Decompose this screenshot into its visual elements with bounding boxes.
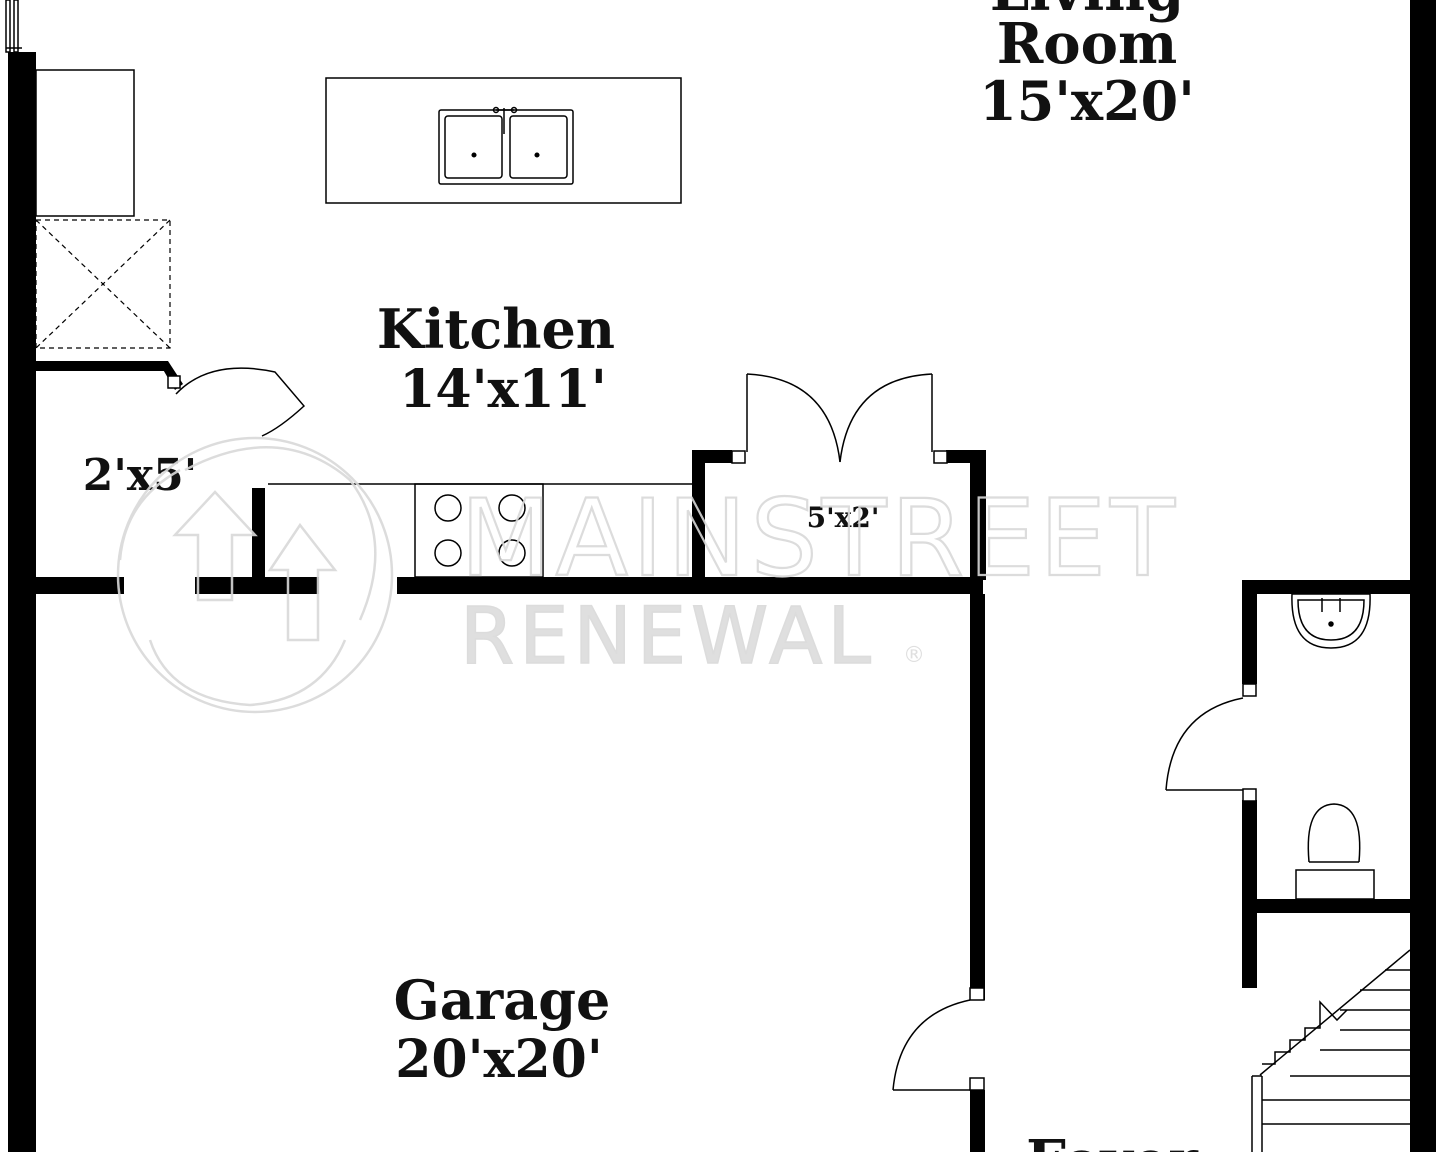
watermark: MAINSTREET RENEWAL ®: [116, 436, 1179, 714]
living-room-name-line1: Living: [990, 0, 1184, 24]
closet-double-door: [731, 373, 948, 464]
window-top-left: [5, 0, 22, 53]
pantry-top-wall: [36, 361, 164, 371]
garage-foyer-wall-upper: [970, 594, 985, 1000]
pantry-partition-wall: [252, 488, 265, 580]
watermark-brand-line1: MAINSTREET: [460, 477, 1179, 600]
watermark-logo-icon: [116, 436, 394, 714]
toilet: [1295, 803, 1375, 900]
left-exterior-wall: [8, 52, 36, 1152]
bath-left-wall-lower: [1242, 800, 1257, 988]
staircase: [1251, 949, 1411, 1152]
bath-bottom-wall: [1257, 899, 1410, 913]
bath-left-wall-upper: [1242, 580, 1257, 684]
walls: [8, 0, 1436, 1152]
refrigerator: [35, 69, 135, 217]
closet-left-wall: [692, 450, 705, 580]
bathroom-door: [1165, 683, 1257, 802]
garage-size: 20'x20': [395, 1029, 603, 1090]
kitchen-size: 14'x11': [399, 359, 607, 420]
range-burners: [434, 494, 526, 567]
closet-top-wall-left: [692, 450, 732, 463]
kitchen-counter: [268, 483, 692, 578]
watermark-registered-mark: ®: [903, 643, 925, 668]
foyer-name: Foyer: [1026, 1128, 1199, 1152]
pantry-size: 2'x5': [83, 450, 197, 501]
kitchen-garage-wall-right: [397, 577, 983, 594]
bathroom-sink: [1291, 593, 1371, 649]
garage-entry-door: [892, 987, 985, 1091]
room-labels: Living Room 15'x20' Kitchen 14'x11' 2'x5…: [83, 0, 1200, 1152]
double-sink: [438, 106, 574, 185]
pantry-cabinet: [35, 219, 171, 349]
garage-foyer-wall-lower: [970, 1090, 985, 1152]
closet-size: 5'x2': [807, 501, 880, 534]
kitchen-garage-wall-left: [36, 577, 124, 594]
closet-right-wall: [970, 450, 986, 580]
bath-top-wall: [1242, 580, 1410, 594]
garage-name: Garage: [394, 968, 611, 1032]
watermark-brand-line2: RENEWAL: [460, 592, 876, 682]
right-exterior-wall: [1410, 0, 1436, 1152]
kitchen-name: Kitchen: [377, 297, 615, 361]
pantry-door: [167, 367, 306, 437]
kitchen-island: [325, 77, 682, 204]
living-room-size: 15'x20': [979, 69, 1195, 133]
living-room-name-line2: Room: [997, 11, 1178, 77]
